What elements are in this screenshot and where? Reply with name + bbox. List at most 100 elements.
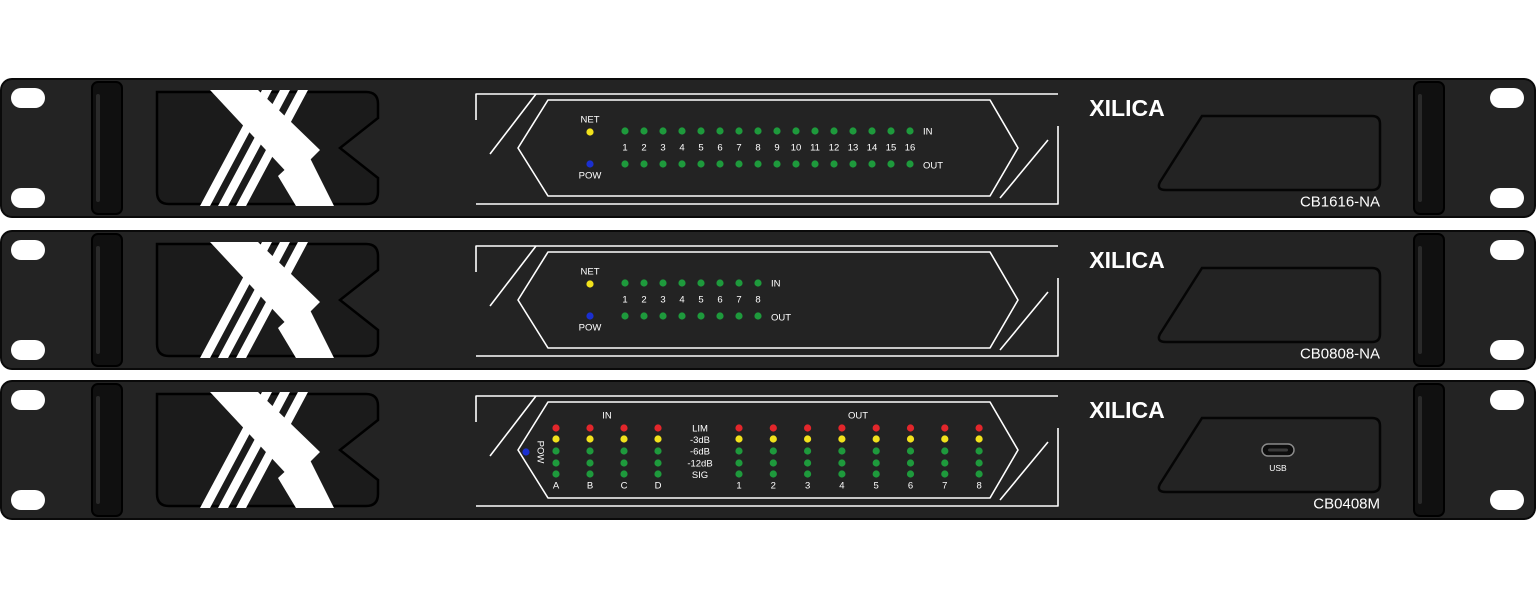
output-led-1 — [621, 160, 629, 168]
input-led-8 — [754, 127, 762, 135]
pow-label: POW — [535, 441, 546, 464]
top-trim-line — [475, 245, 1058, 272]
handle-highlight — [1418, 246, 1422, 354]
mounting-hole — [11, 188, 45, 208]
channel-number: 14 — [867, 143, 878, 154]
channel-number: 11 — [810, 143, 820, 154]
output-meter-led — [941, 459, 949, 467]
channel-number: 3 — [660, 143, 665, 154]
channel-number: 4 — [679, 295, 684, 306]
output-meter-led — [804, 470, 812, 478]
mounting-hole — [11, 490, 45, 510]
output-meter-led — [735, 459, 743, 467]
output-meter-led — [838, 424, 846, 432]
input-meter-led — [654, 470, 662, 478]
output-channel-label: 3 — [805, 481, 810, 492]
input-meter-led — [586, 435, 594, 443]
mounting-hole — [11, 390, 45, 410]
power-led — [522, 448, 530, 456]
channel-number: 2 — [641, 295, 646, 306]
channel-number: 1 — [622, 295, 627, 306]
out-label: OUT — [771, 313, 791, 324]
indicator-panel-outline — [517, 251, 1019, 349]
input-led-2 — [640, 279, 648, 287]
output-meter-led — [906, 435, 915, 443]
output-led-16 — [906, 160, 914, 168]
output-meter-led — [735, 447, 743, 455]
input-meter-led — [552, 470, 560, 478]
mounting-hole — [1490, 390, 1524, 410]
input-meter-led — [552, 435, 560, 443]
input-meter-led — [586, 424, 594, 432]
output-led-6 — [716, 312, 724, 320]
channel-number: 8 — [755, 143, 760, 154]
output-meter-led — [838, 435, 846, 443]
level-label: SIG — [692, 470, 708, 481]
input-meter-led — [586, 459, 594, 467]
input-meter-led — [620, 424, 628, 432]
logo-stroke-foot — [278, 452, 334, 508]
input-channel-label: A — [553, 481, 560, 492]
x-logo-icon — [155, 90, 380, 206]
net-led — [586, 128, 594, 136]
input-meter-led — [620, 435, 628, 443]
input-led-5 — [697, 127, 705, 135]
output-meter-led — [906, 459, 915, 467]
mounting-hole — [1490, 340, 1524, 360]
brand-logo: XILICA — [1089, 397, 1164, 423]
output-meter-led — [872, 435, 880, 443]
input-led-6 — [716, 127, 724, 135]
input-led-13 — [849, 127, 857, 135]
channel-number: 5 — [698, 295, 703, 306]
output-led-4 — [678, 160, 686, 168]
output-meter-led — [872, 447, 880, 455]
channel-number: 9 — [774, 143, 779, 154]
input-channel-label: B — [587, 481, 593, 492]
output-meter-led — [872, 470, 880, 478]
model-label: CB0808-NA — [1300, 346, 1380, 363]
trim-slash-right — [999, 441, 1049, 501]
output-meter-led — [941, 424, 949, 432]
output-meter-led — [769, 459, 777, 467]
channel-number: 16 — [905, 143, 916, 154]
channel-number: 6 — [717, 295, 722, 306]
output-led-7 — [735, 312, 743, 320]
output-meter-led — [838, 447, 846, 455]
input-led-15 — [887, 127, 895, 135]
input-led-7 — [735, 127, 743, 135]
handle-highlight — [96, 396, 100, 504]
input-meter-led — [552, 424, 560, 432]
logo-slash — [218, 392, 290, 508]
input-channel-label: C — [621, 481, 628, 492]
output-led-7 — [735, 160, 743, 168]
input-meter-led — [552, 447, 560, 455]
input-meter-led — [620, 470, 628, 478]
output-led-5 — [697, 160, 705, 168]
output-led-14 — [868, 160, 876, 168]
logo-stroke-foot — [278, 150, 334, 206]
output-meter-led — [975, 459, 983, 467]
trim-slash-left — [489, 93, 537, 155]
output-meter-led — [941, 435, 949, 443]
channel-number: 8 — [755, 295, 760, 306]
usb-label: USB — [1269, 463, 1287, 473]
output-meter-led — [769, 470, 777, 478]
channel-number: 15 — [886, 143, 897, 154]
input-meter-led — [654, 459, 662, 467]
output-meter-led — [769, 447, 777, 455]
output-led-11 — [811, 160, 819, 168]
level-label: -12dB — [687, 458, 712, 469]
input-meter-led — [586, 447, 594, 455]
output-channel-label: 7 — [942, 481, 947, 492]
output-led-5 — [697, 312, 705, 320]
input-led-14 — [868, 127, 876, 135]
net-label: NET — [581, 115, 600, 126]
output-meter-led — [838, 470, 846, 478]
channel-number: 2 — [641, 143, 646, 154]
input-led-5 — [697, 279, 705, 287]
power-led — [586, 312, 594, 320]
logo-slash — [236, 242, 308, 358]
output-meter-led — [804, 459, 812, 467]
